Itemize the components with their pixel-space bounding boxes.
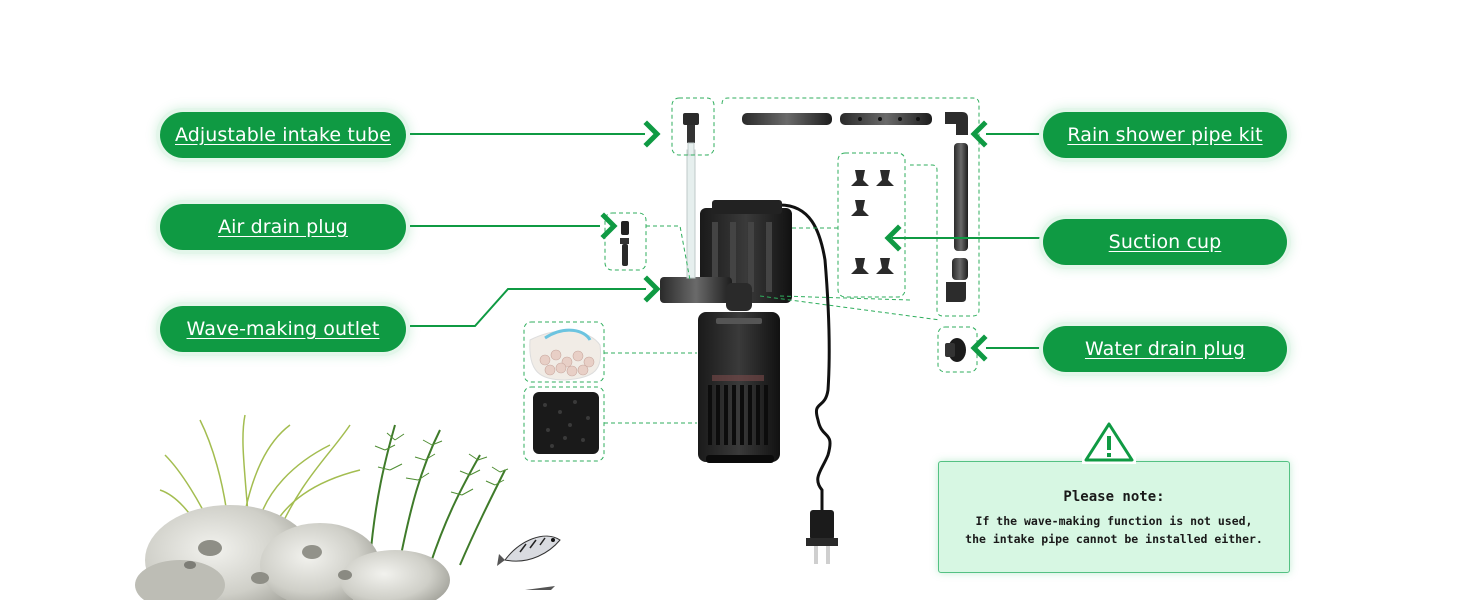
green-stem-plants: [369, 424, 506, 566]
rocks: [135, 505, 450, 600]
shower-pipe-parts: [742, 112, 968, 302]
callout-air-drain-plug[interactable]: Air drain plug: [160, 204, 406, 250]
callout-rain-shower-pipe-kit[interactable]: Rain shower pipe kit: [1043, 112, 1287, 158]
note-line-1: If the wave-making function is not used,: [975, 514, 1253, 528]
callout-adjustable-intake-tube[interactable]: Adjustable intake tube: [160, 112, 406, 158]
note-line-2: the intake pipe cannot be installed eith…: [965, 532, 1263, 546]
intake-tube-part: [683, 113, 699, 156]
filter-pump-illustration: [660, 149, 838, 564]
dashed-part-outlines: [523, 97, 980, 462]
ceramic-rings-bag: [529, 328, 602, 381]
note-title: Please note:: [1063, 489, 1165, 505]
fish-illustration: [497, 535, 561, 590]
water-drain-plug-part: [945, 338, 966, 362]
suction-cups: [851, 170, 894, 274]
callout-water-drain-plug[interactable]: Water drain plug: [1043, 326, 1287, 372]
note-box: Please note: If the wave-making function…: [938, 461, 1290, 573]
warning-triangle-icon: [1082, 420, 1136, 464]
callout-suction-cup[interactable]: Suction cup: [1043, 219, 1287, 265]
air-drain-plug-parts: [620, 221, 629, 266]
callout-wave-making-outlet[interactable]: Wave-making outlet: [160, 306, 406, 352]
callout-leader-lines: [410, 133, 1043, 349]
filter-sponge: [533, 392, 599, 454]
callout-arrowheads: [600, 120, 988, 362]
note-body: If the wave-making function is not used,…: [939, 512, 1289, 548]
